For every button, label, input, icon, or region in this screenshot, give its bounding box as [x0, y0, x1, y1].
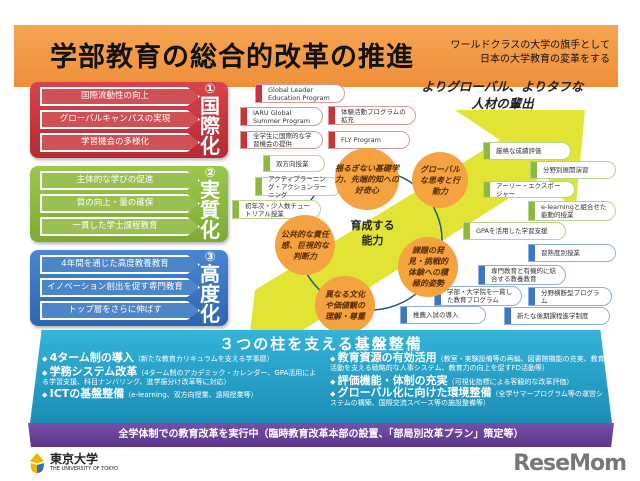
- footer-bar: 全学体制での教育改革を実行中（臨時教育改革本部の設置、「部局別改革プラン」策定等…: [28, 423, 614, 447]
- program-tag: 体験活動プログラムの拡充: [328, 106, 416, 125]
- program-tag: アーリー・エクスポージャー: [483, 181, 575, 198]
- program-tag: 推薦入試の導入: [400, 306, 486, 324]
- program-tag: 新たな後期課程進学制度: [504, 307, 610, 325]
- pillar-item: 主体的な学びの促進: [40, 171, 200, 190]
- ability-circle: グローバルな思考と行動力: [412, 152, 468, 208]
- program-tag: IARU Global Summer Program: [240, 107, 323, 126]
- program-tag: e-learningと組合せた能動的授業: [528, 201, 616, 221]
- title-banner: 学部教育の総合的改革の推進 ワールドクラスの大学の旗手として 日本の大学教育の変…: [14, 25, 618, 87]
- pillar-item: 質の向上・量の確保: [40, 194, 200, 213]
- university-logo: 東京大学 THE UNIVERSITY OF TOKYO: [28, 451, 118, 475]
- program-tag: Global Leader Education Program: [255, 84, 345, 103]
- headline: よりグローバル、よりタフな 人材の輩出: [395, 78, 610, 112]
- foundation-item: ◆ グローバル化に向けた環境整備（全学サマープログラム等の運営システムの構築、国…: [330, 386, 603, 407]
- program-tag: FLY Program: [328, 131, 410, 149]
- program-tag: 厳格な成績評価: [483, 142, 571, 160]
- logo-en: THE UNIVERSITY OF TOKYO: [50, 466, 119, 472]
- pillar-item: トップ層をさらに伸ばす: [40, 301, 200, 320]
- program-tag: 習熟度別授業: [528, 244, 616, 262]
- subtitle-line-2: 日本の大学教育の変革をする: [480, 54, 610, 65]
- subtitle: ワールドクラスの大学の旗手として 日本の大学教育の変革をする: [451, 39, 611, 67]
- ability-circle: 課題の発見・挑戦的体験への積極的姿勢: [398, 237, 458, 297]
- ability-circle: 公共的な責任感、巨視的な判断力: [275, 215, 335, 275]
- ginkgo-icon: [30, 453, 44, 473]
- program-tag: 全学生に国際的な学習機会の提供: [240, 131, 323, 149]
- pillar-item: グローバルキャンパスの実現: [40, 110, 200, 129]
- resemom-watermark: ReseMom: [513, 451, 627, 476]
- program-tag: 初年次・少人数チュートリアル授業: [232, 200, 321, 219]
- center-label: 育成する 能力: [345, 218, 400, 248]
- foundation-item: ◆ 教育資源の有効活用（教室・実験設備等の再編、図書館機能の充実、教育活動を支え…: [330, 351, 605, 372]
- headline-line-1: よりグローバル、よりタフな: [421, 79, 584, 94]
- pillar-item: 学習機会の多様化: [40, 133, 200, 152]
- foundation-panel: ３つの柱を支える基盤整備 ◆ 4ターム制の導入（新たな教育カリキュラムを支える学…: [30, 330, 612, 423]
- page-title: 学部教育の総合的改革の推進: [50, 42, 414, 73]
- subtitle-line-1: ワールドクラスの大学の旗手として: [450, 40, 611, 51]
- pillar-item: 4年間を通じた高度教養教育: [40, 255, 200, 274]
- center-label-line-1: 育成する: [350, 219, 395, 232]
- program-tag: アクティブラーニング・アクションラーニング: [255, 175, 341, 199]
- pillar-item: イノベーション創出を促す専門教育: [40, 278, 200, 297]
- program-tag: 専門教育と有機的に結合する教養教育: [478, 265, 566, 285]
- foundation-item: ◆ 学務システム改革（4ターム制のアカデミック・カレンダー、GPA活用による学習…: [42, 365, 317, 386]
- logo-jp: 東京大学: [50, 452, 99, 466]
- program-tag: GPAを活用した学習支援: [463, 222, 566, 240]
- foundation-item: ◆ ICTの基盤整備（e-learning、双方向授業、遠隔授業等）: [42, 387, 258, 400]
- program-tag: 学部・大学院を一貫した教育プログラム: [434, 286, 522, 306]
- foundation-title: ３つの柱を支える基盤整備: [219, 335, 423, 353]
- program-tag: 分野横断型プログラム: [528, 287, 612, 306]
- foundation-item: ◆ 評価機能・体制の充実（可視化指標による客観的な改革評価）: [330, 374, 574, 387]
- ability-circle: 揺るぎない基礎学力、先端的知への好奇心: [335, 148, 399, 210]
- program-tag: 双方向授業: [263, 155, 325, 172]
- pillar-item: 一貫した学士課程教育: [40, 217, 200, 236]
- arrow-shape: [250, 110, 585, 332]
- program-tag: 分野別展開演習: [530, 161, 616, 179]
- foundation-item: ◆ 4ターム制の導入（新たな教育カリキュラムを支える学事暦）: [42, 351, 274, 364]
- headline-line-2: 人材の輩出: [471, 96, 534, 111]
- ability-circle: 異なる文化や価値観の理解・尊重: [315, 276, 375, 334]
- pillar-item: 国際流動性の向上: [40, 87, 200, 106]
- center-label-line-2: 能力: [361, 234, 384, 247]
- pillar-advancement: 4年間を通じた高度教養教育 イノベーション創出を促す専門教育 トップ層をさらに伸…: [30, 250, 228, 326]
